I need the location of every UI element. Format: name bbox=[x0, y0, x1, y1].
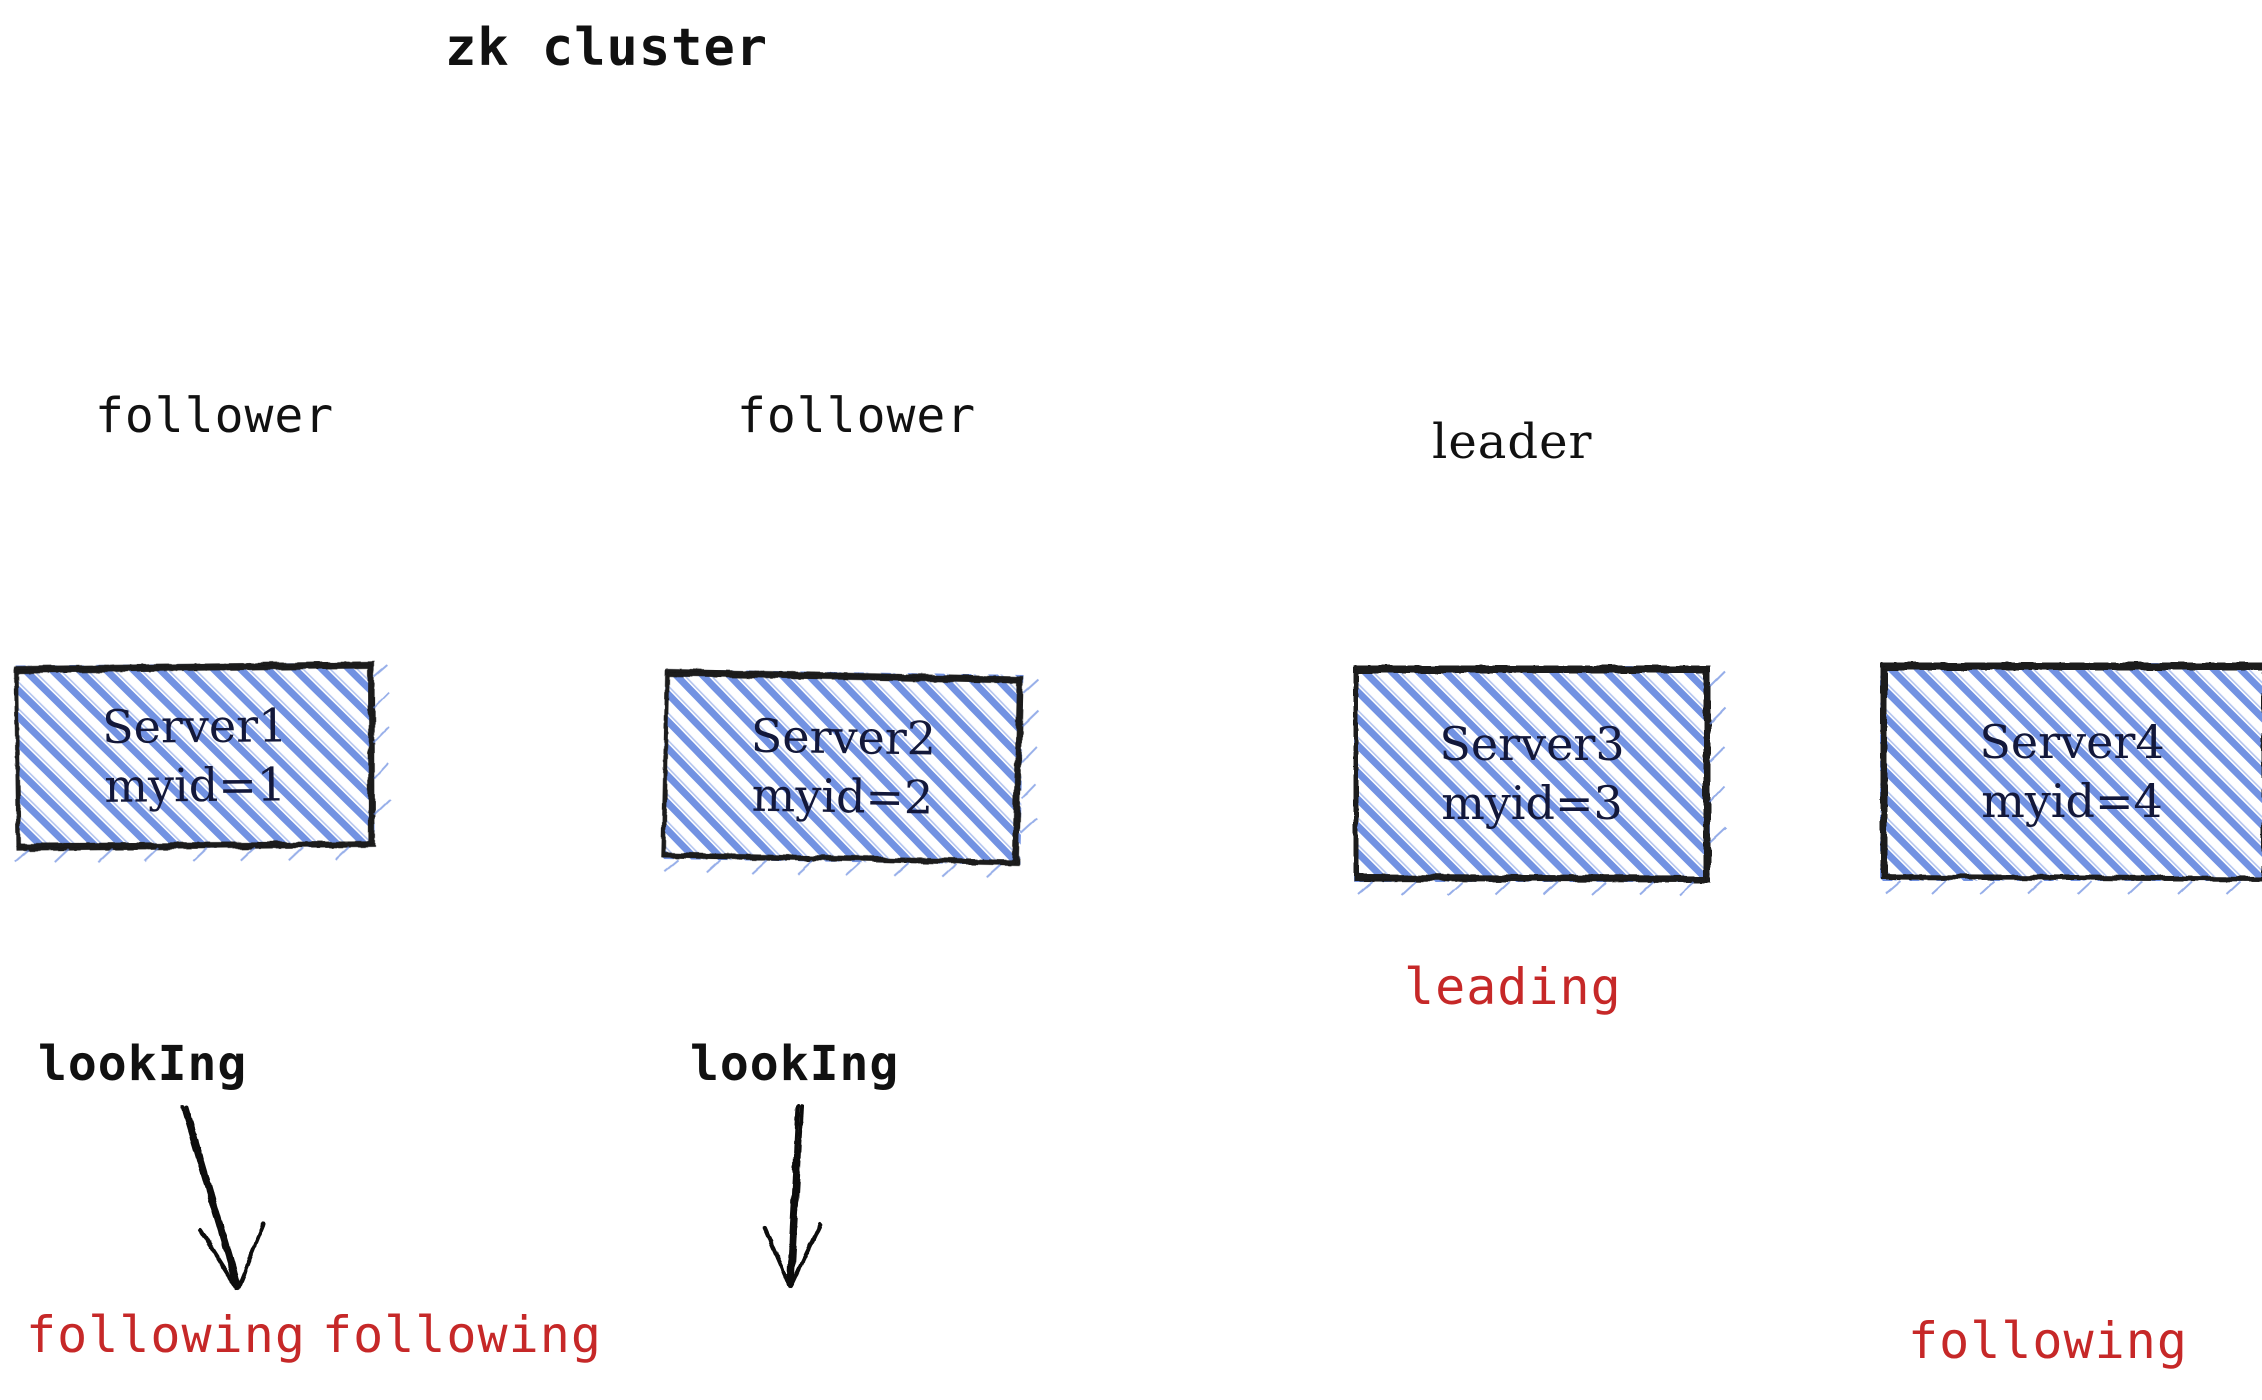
server3-label: Server3 myid=3 bbox=[1439, 717, 1625, 830]
transition-arrow-server2 bbox=[763, 1104, 822, 1288]
role-label-server2: follower bbox=[737, 388, 977, 444]
state-looking-server2: lookIng bbox=[690, 1036, 900, 1092]
server4-sketch-border bbox=[1880, 662, 2262, 895]
node-server3[interactable]: Server3 myid=3 bbox=[1353, 665, 1727, 896]
role-label-server1: follower bbox=[95, 388, 335, 444]
server4-label: Server4 myid=4 bbox=[1979, 715, 2165, 828]
state-leading-server3: leading bbox=[1404, 958, 1622, 1016]
server2-hatch-fill bbox=[662, 669, 1024, 865]
node-server1[interactable]: Server1 myid=1 bbox=[14, 661, 392, 863]
state-looking-server1: lookIng bbox=[38, 1036, 248, 1092]
server1-label: Server1 myid=1 bbox=[101, 698, 288, 813]
node-server2[interactable]: Server2 myid=2 bbox=[661, 668, 1040, 879]
server2-label: Server2 myid=2 bbox=[750, 708, 937, 825]
server3-sketch-border bbox=[1353, 665, 1727, 896]
state-following-server1: following bbox=[26, 1306, 306, 1364]
server1-hatch-fill bbox=[15, 662, 375, 850]
server1-sketch-border bbox=[14, 661, 392, 863]
server3-hatch-fill bbox=[1354, 666, 1710, 882]
state-following-server4: following bbox=[1908, 1312, 2188, 1370]
state-following-server2: following bbox=[322, 1306, 602, 1364]
server4-hatch-fill bbox=[1880, 663, 2262, 881]
page-title: zk cluster bbox=[445, 18, 769, 78]
server2-sketch-border bbox=[661, 668, 1040, 879]
node-server4[interactable]: Server4 myid=4 bbox=[1880, 662, 2262, 895]
transition-arrow-server1 bbox=[181, 1106, 266, 1290]
role-label-server3: leader bbox=[1432, 414, 1593, 470]
